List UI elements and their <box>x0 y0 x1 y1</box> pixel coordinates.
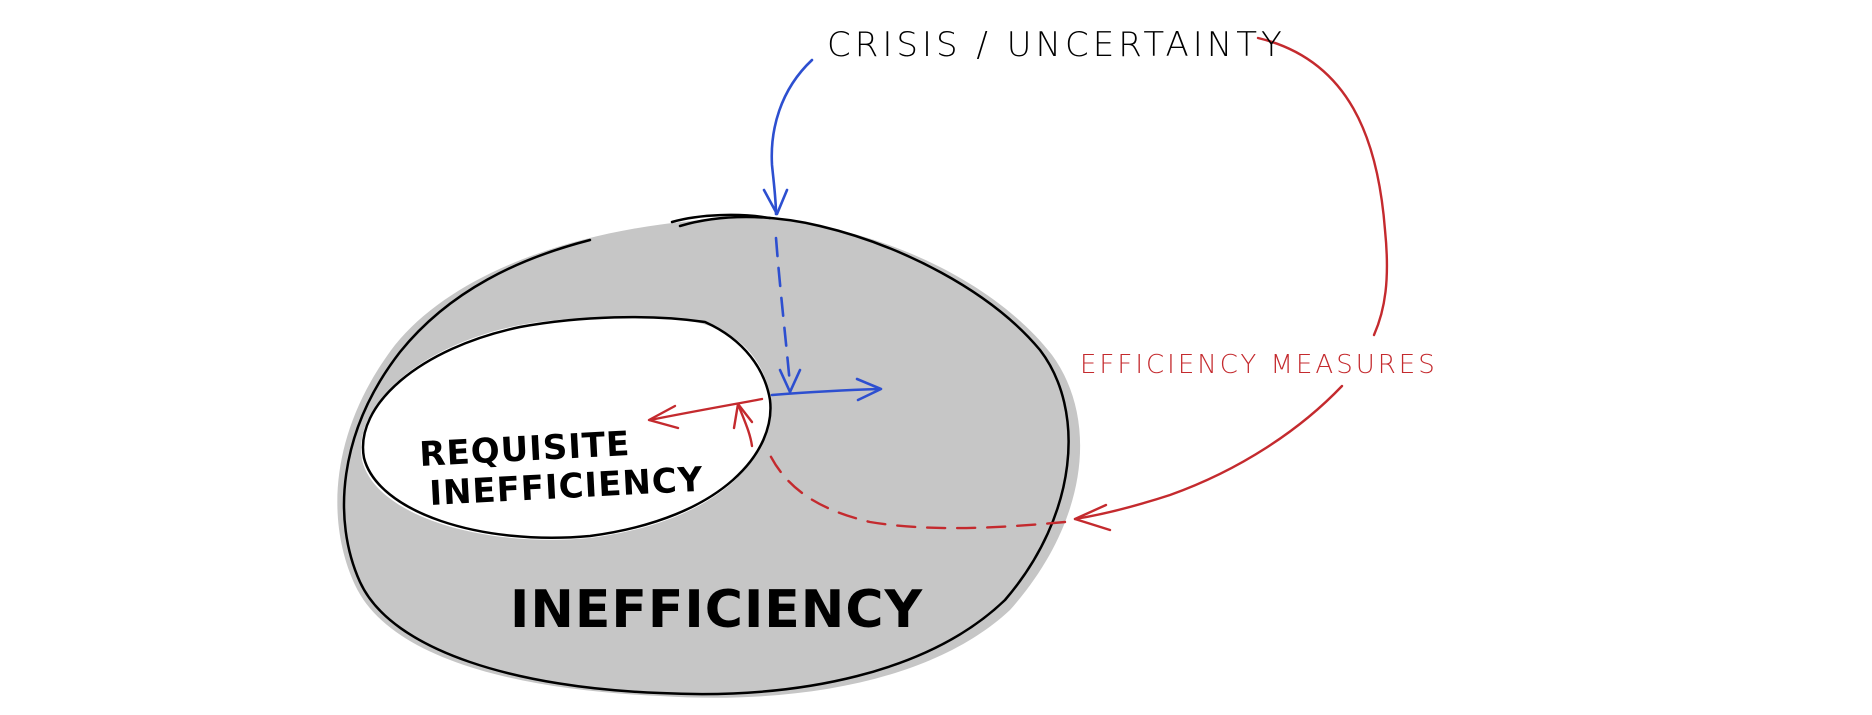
crisis-arrows <box>762 58 883 402</box>
efficiency-arrows <box>647 36 1389 532</box>
efficiency-measures-curve <box>1256 36 1389 337</box>
efficiency-measures-label: EFFICIENCY MEASURES <box>1080 350 1438 380</box>
crisis-label: CRISIS / UNCERTAINTY <box>827 25 1286 65</box>
inefficiency-label: INEFFICIENCY <box>510 580 923 640</box>
crisis-dashed-path <box>774 236 792 387</box>
efficiency-measures-lower-curve <box>1073 384 1344 521</box>
efficiency-up-stem <box>736 402 754 448</box>
efficiency-squeeze-arrow <box>648 397 764 422</box>
crisis-solid-arrow <box>770 58 814 216</box>
requisite-inefficiency-region-fill <box>361 317 771 540</box>
inefficiency-region-outline <box>342 215 1070 696</box>
measures-arrowhead-icon <box>1073 503 1112 532</box>
expansion-arrowhead-icon <box>855 377 883 402</box>
squeeze-arrowhead-icon <box>647 404 680 430</box>
inefficiency-region-outline-overlap <box>670 213 772 224</box>
crisis-expansion-arrow <box>770 387 882 397</box>
crisis-arrowhead-icon <box>762 188 789 216</box>
efficiency-dashed-path <box>768 453 1067 530</box>
requisite-inefficiency-region <box>361 315 772 540</box>
requisite-inefficiency-region-outline <box>361 315 772 539</box>
crisis-down-arrowhead-icon <box>778 368 802 394</box>
